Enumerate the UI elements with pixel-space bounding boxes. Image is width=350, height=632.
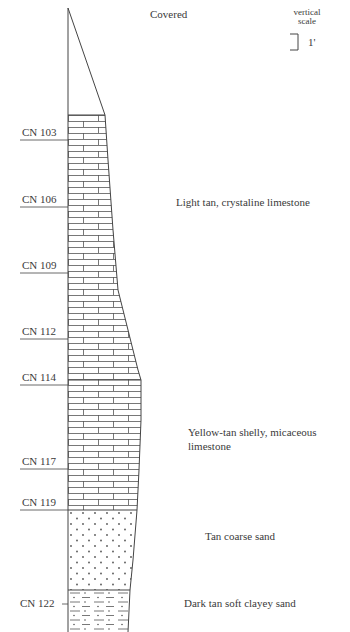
scale-label: vertical scale xyxy=(286,8,328,27)
sample-number: CN 106 xyxy=(22,193,57,207)
sample-number: CN 103 xyxy=(22,126,57,140)
sample-number: CN 114 xyxy=(22,371,56,385)
unit-label: Covered xyxy=(150,8,187,22)
sample-number: CN 109 xyxy=(22,259,57,273)
unit-label: Light tan, crystaline limestone xyxy=(176,196,344,210)
sample-number: CN 119 xyxy=(22,496,56,510)
scale-value: 1' xyxy=(308,36,315,50)
sample-number: CN 112 xyxy=(22,325,56,339)
unit-label: Dark tan soft clayey sand xyxy=(184,597,296,611)
sample-number: CN 117 xyxy=(22,455,56,469)
unit-label: Tan coarse sand xyxy=(205,530,275,544)
unit-label: Yellow-tan shelly, micaceous limestone xyxy=(188,426,344,454)
sample-number: CN 122 xyxy=(20,597,55,611)
